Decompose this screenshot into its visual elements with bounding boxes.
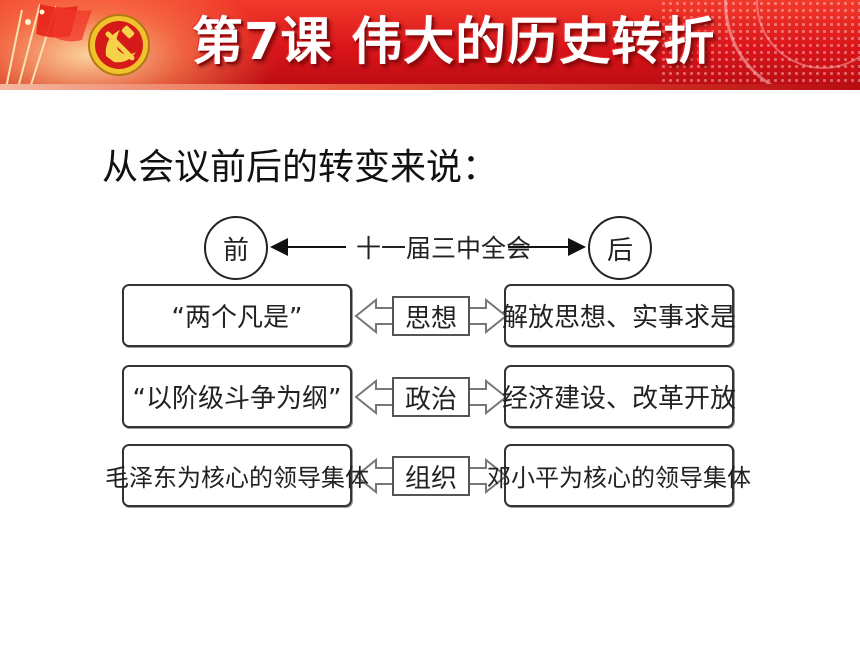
after-box-organization: 邓小平为核心的领导集体: [487, 444, 751, 507]
red-flags-icon: [5, 3, 92, 89]
aspect-label-thought: 思想: [392, 296, 470, 336]
arrow-to-after: [508, 238, 586, 256]
title-banner: 第7课 伟大的历史转折: [0, 0, 860, 90]
lesson-title: 第7课 伟大的历史转折: [192, 13, 716, 72]
aspect-label-politics: 政治: [392, 377, 470, 417]
arrow-to-before: [270, 238, 346, 256]
banner-bottom-stripe: [0, 84, 860, 90]
party-emblem-icon: [88, 14, 150, 76]
before-box-organization: 毛泽东为核心的领导集体: [105, 444, 369, 507]
before-box-politics: “以阶级斗争为纲”: [122, 365, 352, 428]
after-circle: 后: [588, 216, 652, 280]
section-subtitle: 从会议前后的转变来说：: [102, 147, 499, 188]
after-box-politics: 经济建设、改革开放: [502, 365, 736, 428]
aspect-label-organization: 组织: [392, 456, 470, 496]
before-box-thought: “两个凡是”: [122, 284, 352, 347]
session-label: 十一届三中全会: [356, 234, 532, 263]
after-box-thought: 解放思想、实事求是: [502, 284, 736, 347]
before-circle: 前: [204, 216, 268, 280]
